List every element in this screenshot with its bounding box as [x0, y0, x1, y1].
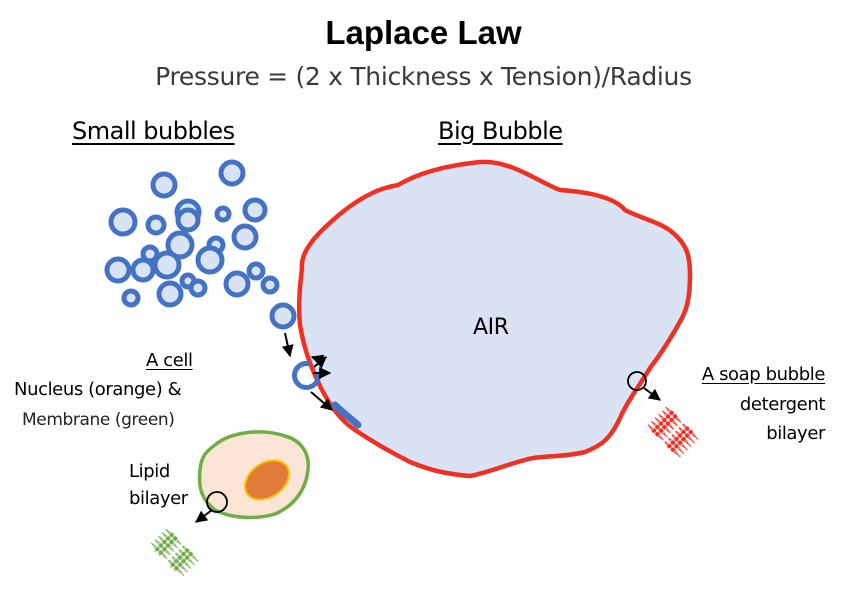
arrow-icon [195, 509, 213, 523]
big-bubble-heading: Big Bubble [438, 117, 563, 145]
cell-description-line2: Membrane (green) [22, 410, 175, 430]
diagram-title: Laplace Law [325, 14, 522, 51]
small-bubble [156, 280, 184, 308]
small-bubble [223, 270, 251, 298]
small-bubble [218, 159, 246, 187]
soap-description-line1: detergent [739, 394, 825, 415]
cell-description-line1: Nucleus (orange) & [14, 379, 182, 400]
small-bubble [195, 245, 225, 275]
small-bubble [108, 207, 138, 237]
lipid-bilayer-icon [148, 527, 200, 579]
small-bubble [121, 288, 141, 308]
small-bubble [246, 261, 266, 281]
merged-bubble-patch [331, 401, 362, 429]
soap-zoom-circle [627, 371, 647, 391]
small-bubble [152, 250, 182, 280]
detergent-bilayer-icon [646, 405, 700, 459]
small-bubble [130, 257, 156, 283]
small-bubble [214, 205, 232, 223]
small-bubble [260, 275, 280, 295]
small-bubble [175, 207, 201, 233]
formula-subtitle: Pressure = (2 x Thickness x Tension)/Rad… [155, 62, 692, 91]
merging-bubble [292, 361, 321, 390]
small-bubble [188, 278, 208, 298]
soap-description-line2: bilayer [766, 423, 825, 444]
small-bubble [269, 302, 297, 330]
cell-nucleus [244, 459, 290, 501]
lipid-label-line1: Lipid [129, 461, 170, 482]
merge-arrows [281, 332, 333, 411]
big-bubble [296, 159, 693, 479]
air-label: AIR [473, 315, 509, 340]
small-bubble [104, 256, 132, 284]
arrow-icon [643, 387, 661, 401]
arrow-icon [310, 354, 325, 367]
small-bubbles-cluster [104, 159, 297, 330]
small-bubble [242, 197, 268, 223]
small-bubble [150, 171, 178, 199]
soap-bubble-heading: A soap bubble [701, 364, 826, 385]
arrow-icon [281, 332, 294, 358]
arrow-icon [310, 391, 333, 411]
cell-heading: A cell [146, 350, 193, 371]
lipid-label-line2: bilayer [129, 488, 188, 509]
small-bubble [165, 230, 195, 260]
small-bubble [231, 223, 259, 251]
small-bubble [145, 214, 167, 236]
small-bubbles-heading: Small bubbles [72, 117, 235, 145]
cell-zoom-circle [206, 491, 228, 513]
